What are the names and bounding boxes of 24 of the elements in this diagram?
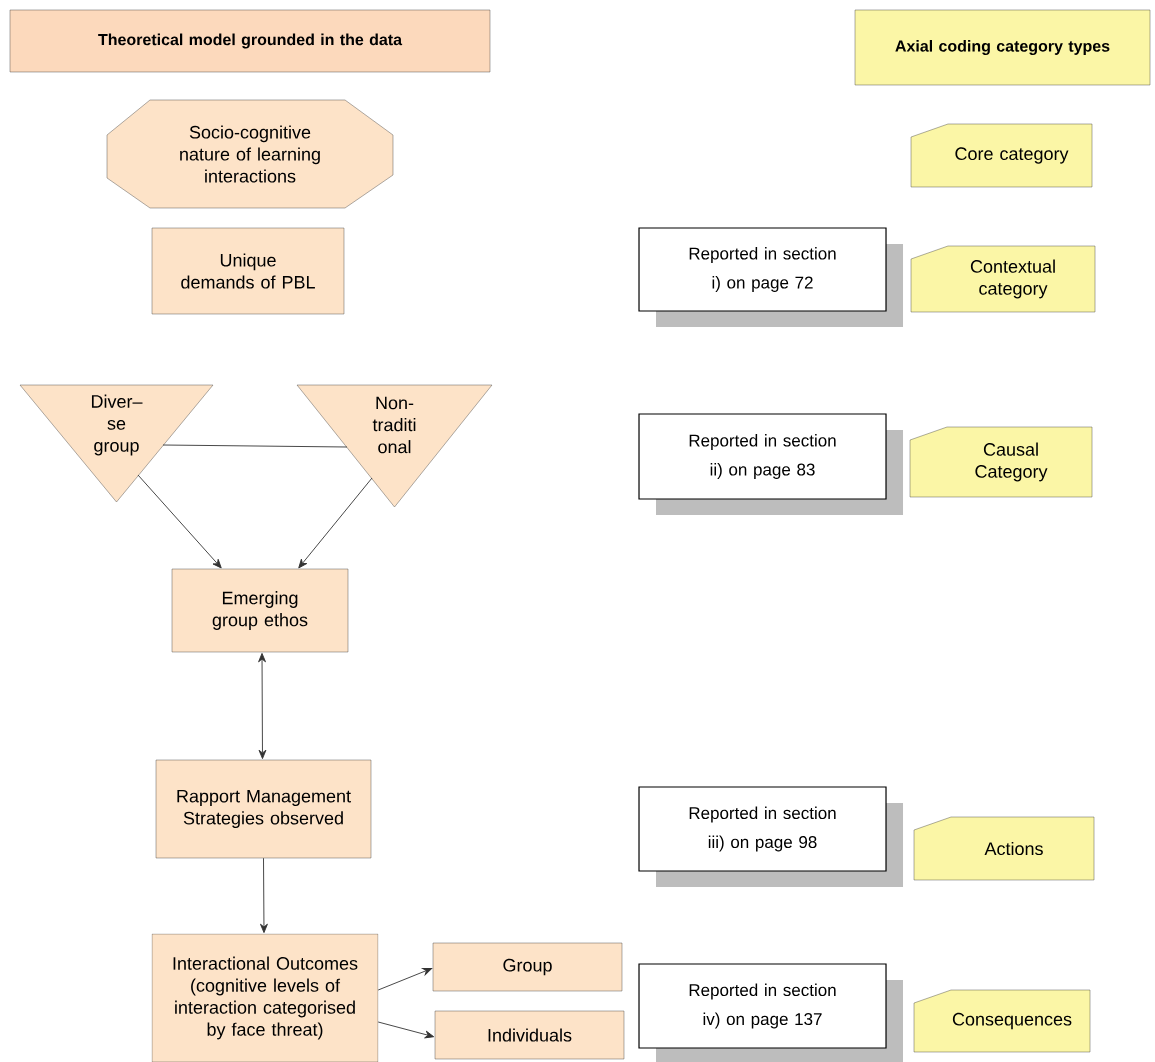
- arrow: [137, 474, 222, 569]
- category-note: Causal Category: [909, 426, 1093, 498]
- category-note: Consequences: [913, 989, 1091, 1053]
- report-box: Reported in section ii) on page 83: [638, 413, 903, 515]
- connector-line: [162, 444, 348, 448]
- process-box: Group: [432, 942, 623, 992]
- process-box: Rapport Management Strategies observed: [155, 759, 372, 859]
- title-box: Axial coding category types: [854, 9, 1151, 86]
- process-box: Unique demands of PBL: [151, 227, 345, 315]
- report-box: Reported in section i) on page 72: [638, 227, 903, 327]
- title-box: Theoretical model grounded in the data: [9, 9, 491, 73]
- process-box: Emerging group ethos: [171, 568, 349, 653]
- process-box: Interactional Outcomes (cognitive levels of interaction categorised by face threat): [151, 933, 379, 1062]
- process-box: Individuals: [434, 1010, 625, 1060]
- arrow: [377, 1021, 435, 1039]
- report-box: Reported in section iii) on page 98: [638, 786, 903, 887]
- arrow: [260, 857, 268, 934]
- category-note: Core category: [910, 123, 1093, 188]
- category-note: Contextual category: [910, 245, 1096, 313]
- arrow: [377, 967, 433, 991]
- category-note: Actions: [913, 816, 1095, 881]
- report-box: Reported in section iv) on page 137: [638, 963, 903, 1062]
- arrow: [298, 477, 373, 569]
- arrow: [258, 652, 267, 760]
